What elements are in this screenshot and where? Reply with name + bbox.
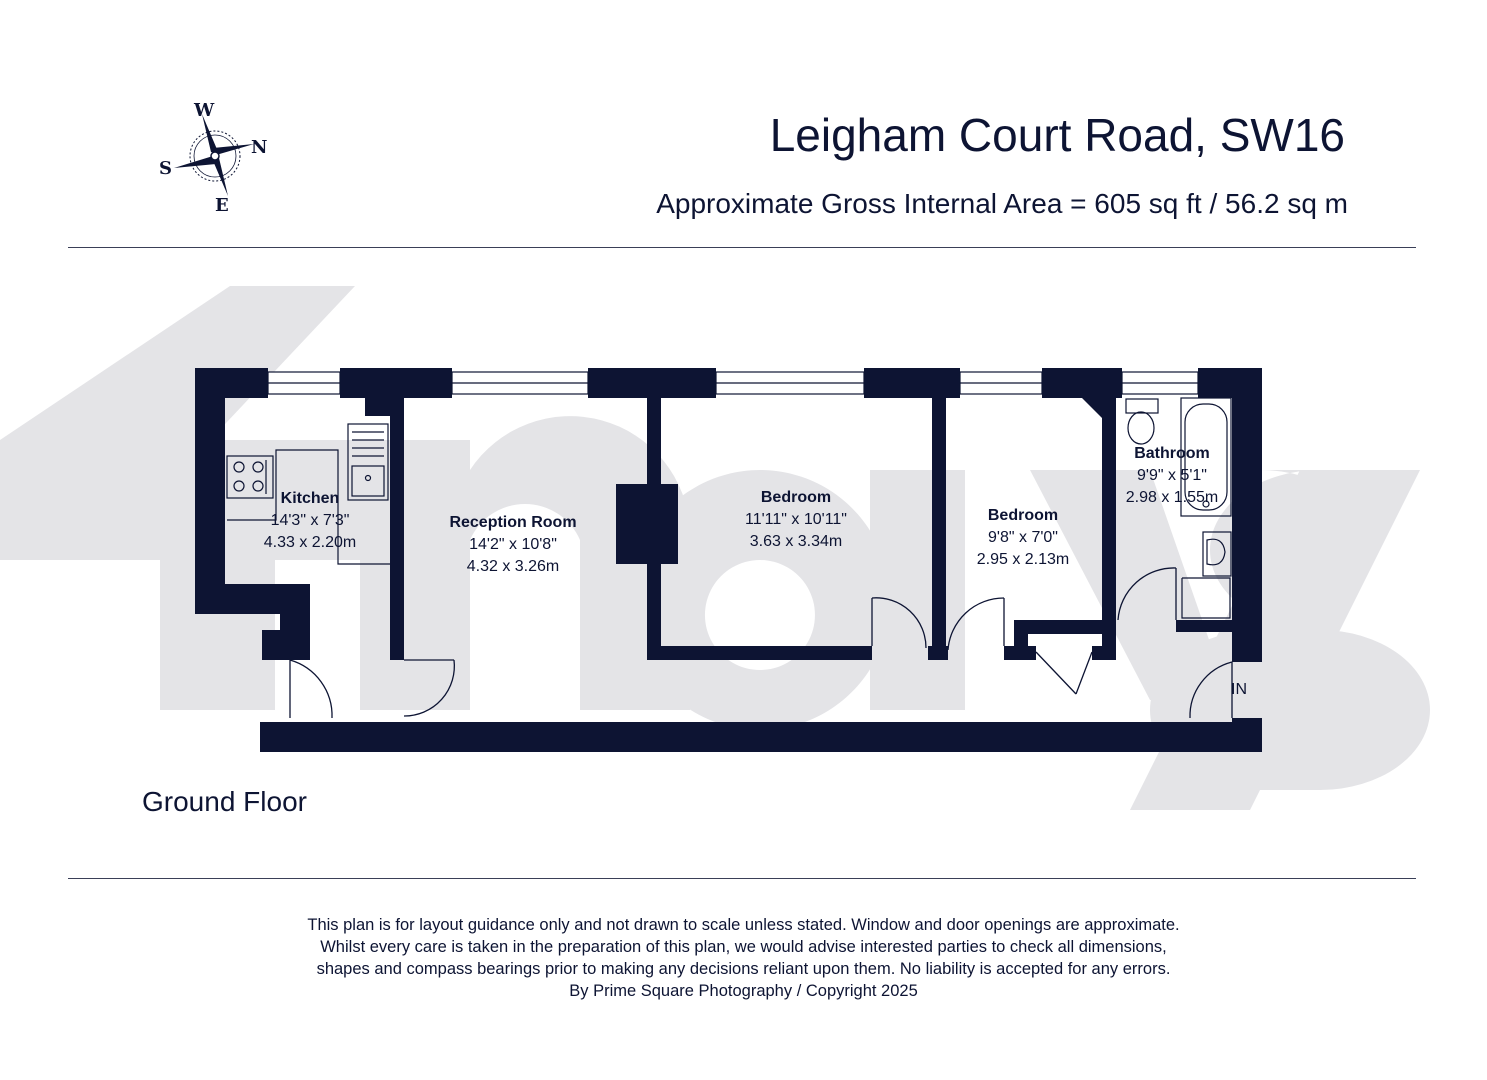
disclaimer-line: Whilst every care is taken in the prepar… — [320, 938, 1167, 956]
walls — [195, 368, 1262, 752]
room-imperial: 11'11" x 10'11" — [745, 511, 847, 528]
room-metric: 2.98 x 1.55m — [1125, 489, 1219, 506]
room-imperial: 14'3" x 7'3" — [270, 512, 350, 529]
disclaimer-line: This plan is for layout guidance only an… — [307, 916, 1180, 934]
room-label-bathroom: Bathroom 9'9" x 5'1" 2.98 x 1.55m — [1102, 443, 1242, 509]
disclaimer-line: shapes and compass bearings prior to mak… — [316, 960, 1171, 978]
room-metric: 4.33 x 2.20m — [263, 534, 357, 551]
room-name: Reception Room — [449, 514, 577, 531]
room-label-bedroom-1: Bedroom 11'11" x 10'11" 3.63 x 3.34m — [706, 487, 886, 553]
copyright-line: By Prime Square Photography / Copyright … — [569, 982, 918, 1000]
room-metric: 2.95 x 2.13m — [976, 551, 1070, 568]
room-name: Bedroom — [987, 507, 1059, 524]
compass-rose: W N S E — [159, 100, 267, 216]
bathroom-fixtures — [1125, 397, 1232, 619]
room-imperial: 9'9" x 5'1" — [1137, 467, 1207, 484]
top-divider — [68, 247, 1416, 248]
watermark-logo — [0, 286, 1430, 810]
room-imperial: 14'2" x 10'8" — [469, 536, 557, 553]
gross-internal-area: Approximate Gross Internal Area = 605 sq… — [656, 188, 1348, 219]
compass-s: S — [159, 158, 172, 179]
page-title: Leigham Court Road, SW16 — [769, 109, 1345, 161]
floor-label: Ground Floor — [142, 786, 307, 817]
room-imperial: 9'8" x 7'0" — [988, 529, 1058, 546]
compass-e: E — [215, 195, 229, 216]
compass-star-icon — [174, 114, 254, 196]
windows — [267, 371, 1199, 395]
room-name: Kitchen — [280, 490, 340, 507]
kitchen-fixtures — [226, 423, 390, 565]
doors — [289, 567, 1233, 719]
disclaimer: This plan is for layout guidance only an… — [0, 914, 1487, 1002]
room-label-kitchen: Kitchen 14'3" x 7'3" 4.33 x 2.20m — [230, 488, 390, 554]
room-label-bedroom-2: Bedroom 9'8" x 7'0" 2.95 x 2.13m — [943, 505, 1103, 571]
room-label-reception: Reception Room 14'2" x 10'8" 4.32 x 3.26… — [413, 512, 613, 578]
room-metric: 3.63 x 3.34m — [749, 533, 843, 550]
entrance-label: IN — [1231, 681, 1247, 698]
compass-n: N — [251, 137, 267, 158]
bottom-divider — [68, 878, 1416, 879]
room-name: Bedroom — [760, 489, 832, 506]
room-metric: 4.32 x 3.26m — [466, 558, 560, 575]
room-name: Bathroom — [1134, 445, 1210, 462]
compass-w: W — [193, 100, 215, 121]
